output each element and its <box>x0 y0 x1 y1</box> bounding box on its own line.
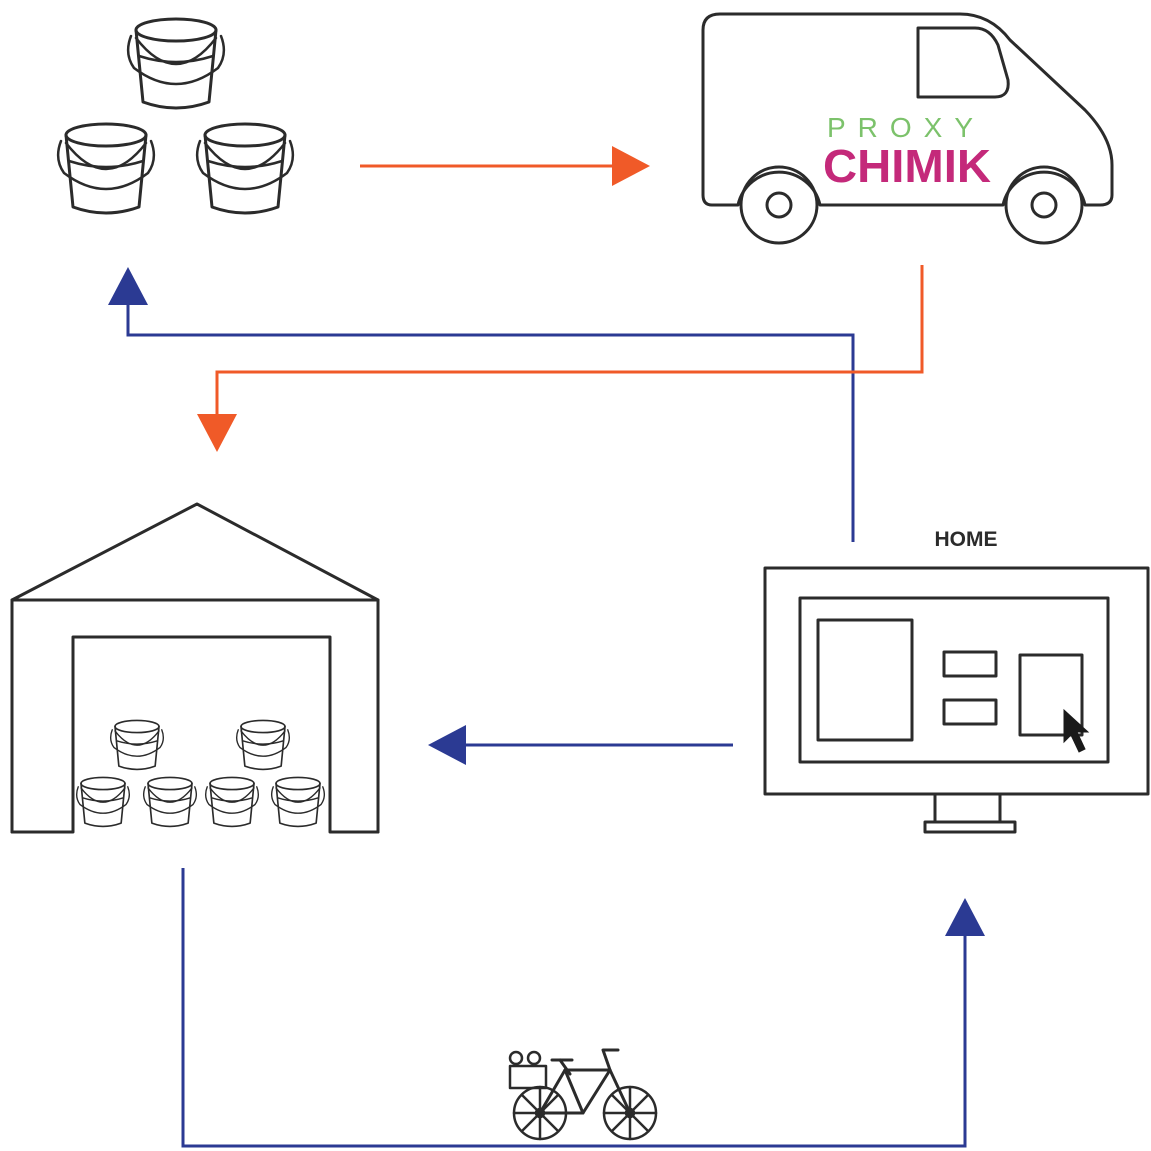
flow-arrow-buckets-to-van <box>360 146 650 186</box>
van-brand-line2: CHIMIK <box>823 140 991 192</box>
cargo-bicycle-icon <box>470 1046 690 1144</box>
van-brand-line1: PROXY <box>827 112 985 143</box>
warehouse-icon <box>10 502 380 834</box>
home-label: HOME <box>935 528 998 551</box>
flow-arrow-van-to-warehouse <box>197 265 924 452</box>
computer-monitor-icon <box>763 566 1150 834</box>
flow-arrow-warehouse-to-home <box>181 868 985 1148</box>
paint-buckets-icon <box>56 17 295 215</box>
mouse-cursor-icon <box>1063 708 1090 753</box>
delivery-van-icon: PROXY CHIMIK <box>701 12 1114 245</box>
flow-arrow-home-to-warehouse <box>428 725 733 765</box>
flow-arrow-home-to-buckets <box>108 267 855 542</box>
